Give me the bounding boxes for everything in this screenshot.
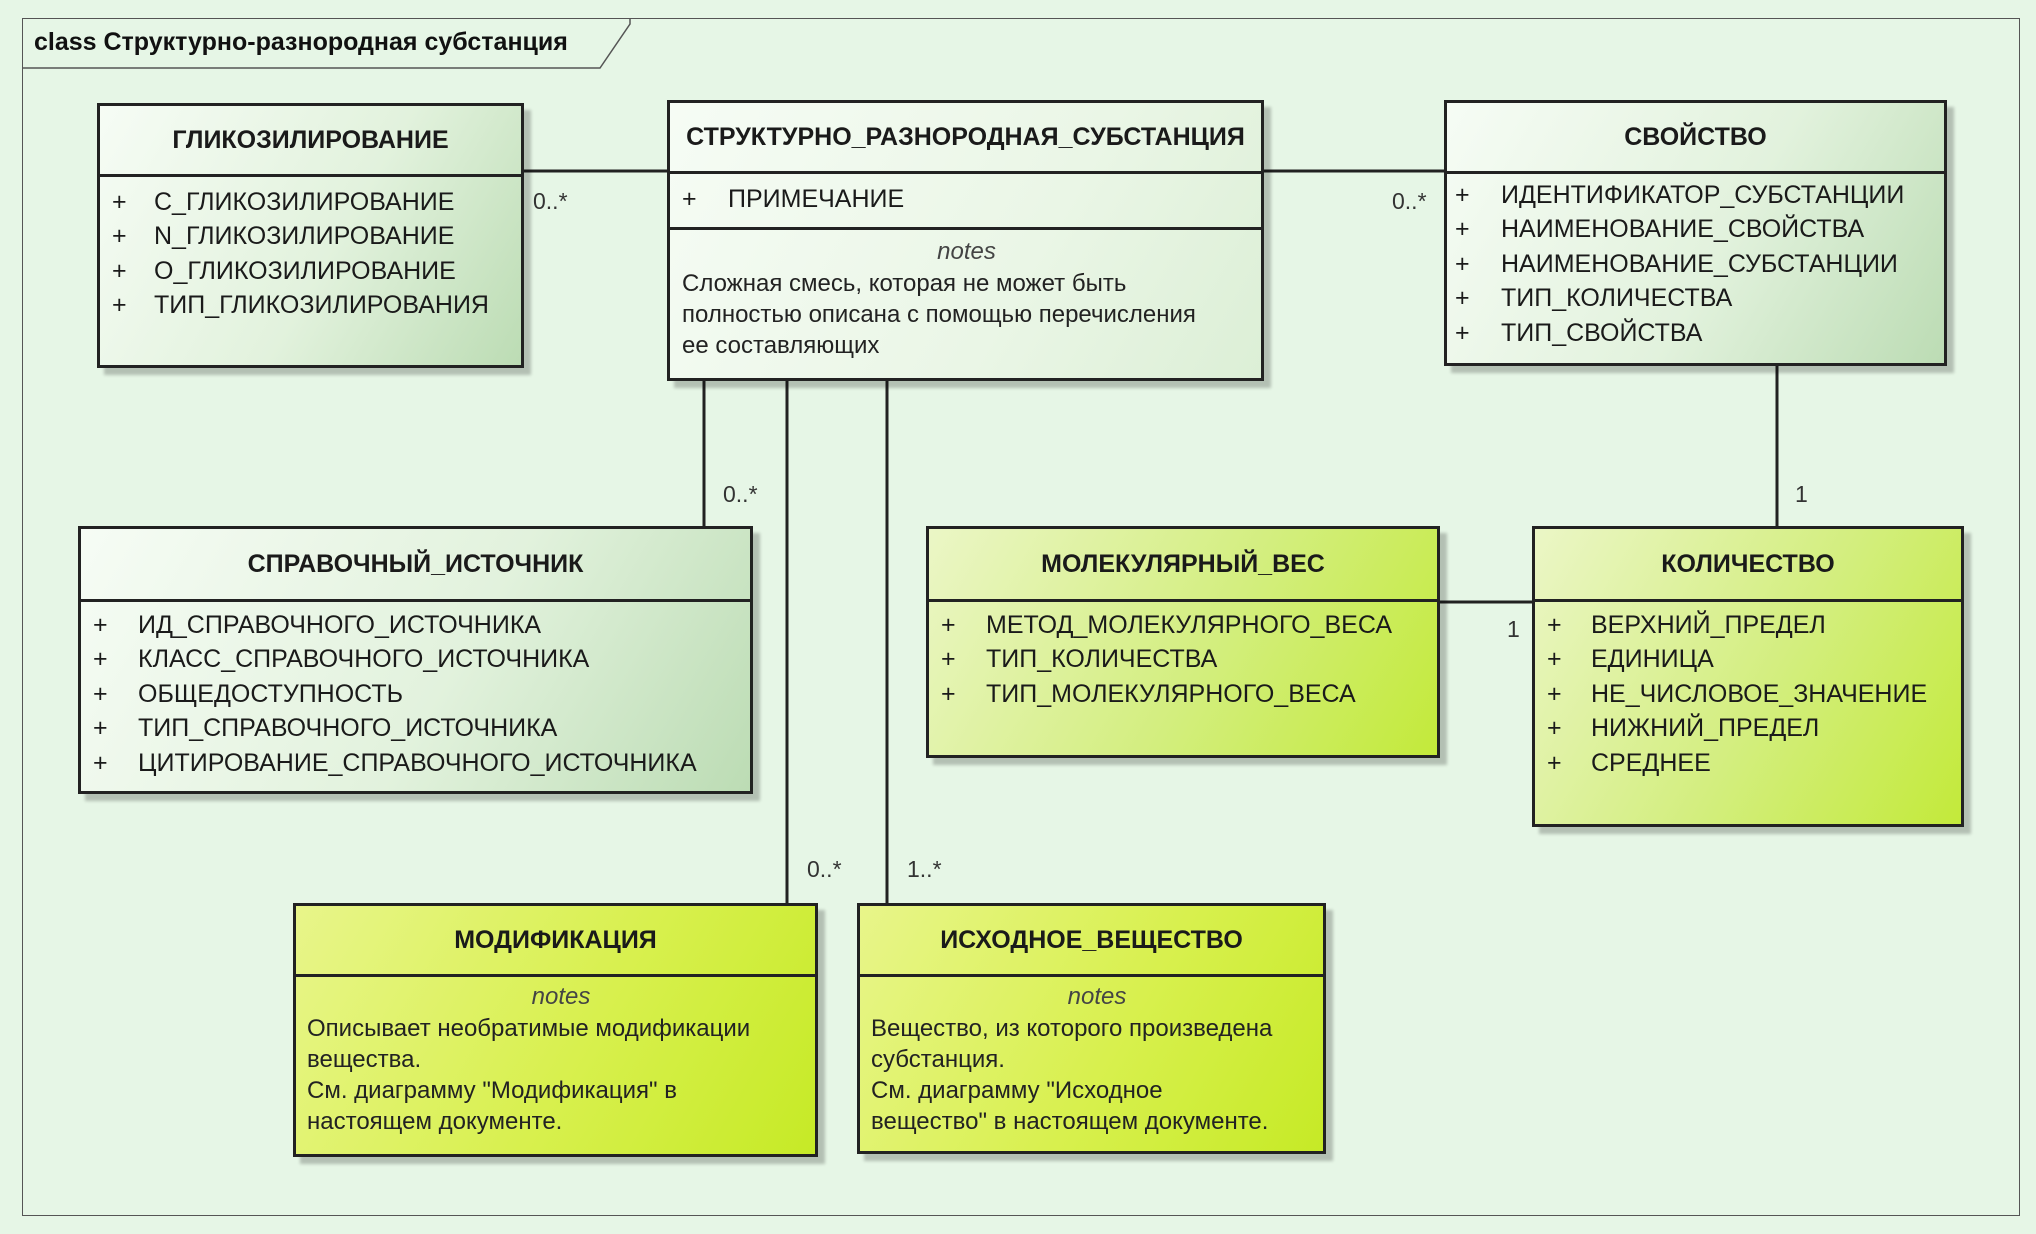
note-line: полностью описана с помощью перечисления [682,301,1196,328]
multiplicity-property: 0..* [1392,188,1427,214]
notes-label: notes [937,238,996,265]
class-structurally-diverse-substance: СТРУКТУРНО_РАЗНОРОДНАЯ_СУБСТАНЦИЯ +ПРИМЕ… [667,100,1264,381]
class-glycosylation-attributes: +С_ГЛИКОЗИЛИРОВАНИЕ +N_ГЛИКОЗИЛИРОВАНИЕ … [100,177,521,323]
class-glycosylation: ГЛИКОЗИЛИРОВАНИЕ +С_ГЛИКОЗИЛИРОВАНИЕ +N_… [97,103,524,368]
class-ssc-name: СТРУКТУРНО_РАЗНОРОДНАЯ_СУБСТАНЦИЯ [670,103,1261,174]
note-line: ее составляющих [682,332,880,359]
multiplicity-quantity-mw: 1 [1507,616,1520,642]
class-modification-notes: notes Описывает необратимые модификации … [296,977,815,1137]
multiplicity-quantity-property: 1 [1795,481,1808,507]
attribute-row: +НЕ_ЧИСЛОВОЕ_ЗНАЧЕНИЕ [1547,679,1928,708]
note-line: субстанция. [871,1046,1005,1073]
class-glycosylation-name: ГЛИКОЗИЛИРОВАНИЕ [100,106,521,177]
class-molecular-weight-attributes: +МЕТОД_МОЛЕКУЛЯРНОГО_ВЕСА +ТИП_КОЛИЧЕСТВ… [929,602,1437,711]
attribute-row: +НАИМЕНОВАНИЕ_СУБСТАНЦИИ [1455,249,1898,278]
note-line: Вещество, из которого произведена [871,1015,1273,1042]
notes-label: notes [531,983,591,1010]
attribute-row: +ТИП_КОЛИЧЕСТВА [941,645,1218,674]
class-quantity-name: КОЛИЧЕСТВО [1535,529,1961,602]
frame-title-tab [22,18,631,69]
attribute-row: +МЕТОД_МОЛЕКУЛЯРНОГО_ВЕСА [941,611,1392,639]
class-molecular-weight-name: МОЛЕКУЛЯРНЫЙ_ВЕС [929,529,1437,602]
diagram-frame [22,18,2020,1216]
attribute-row: +ИДЕНТИФИКАТОР_СУБСТАНЦИИ [1455,181,1905,209]
class-reference-source: СПРАВОЧНЫЙ_ИСТОЧНИК +ИД_СПРАВОЧНОГО_ИСТО… [78,526,753,794]
note-line: настоящем документе. [307,1108,563,1135]
multiplicity-glycosylation: 0..* [533,188,568,214]
note-line: вещество" в настоящем документе. [871,1108,1269,1135]
note-line: См. диаграмму "Модификация" в [307,1077,677,1104]
note-line: Сложная смесь, которая не может быть [682,270,1127,297]
class-quantity: КОЛИЧЕСТВО +ВЕРХНИЙ_ПРЕДЕЛ +ЕДИНИЦА +НЕ_… [1532,526,1964,827]
class-reference-source-name: СПРАВОЧНЫЙ_ИСТОЧНИК [81,529,750,602]
multiplicity-modification: 0..* [807,856,842,882]
notes-label: notes [1067,983,1127,1010]
attribute-row: +N_ГЛИКОЗИЛИРОВАНИЕ [112,222,455,251]
attribute-row: +ТИП_ГЛИКОЗИЛИРОВАНИЯ [112,291,489,320]
attribute-row: +КЛАСС_СПРАВОЧНОГО_ИСТОЧНИКА [93,645,590,674]
class-property-name: СВОЙСТВО [1447,103,1944,174]
attribute-row: +ТИП_КОЛИЧЕСТВА [1455,284,1733,313]
attribute-row: +НИЖНИЙ_ПРЕДЕЛ [1547,714,1820,743]
attribute-row: +СРЕДНЕЕ [1547,748,1711,777]
attribute-row: +ЕДИНИЦА [1547,645,1714,674]
attribute-row: +ПРИМЕЧАНИЕ [682,185,905,213]
attribute-row: +НАИМЕНОВАНИЕ_СВОЙСТВА [1455,215,1865,244]
class-property-attributes: +ИДЕНТИФИКАТОР_СУБСТАНЦИИ +НАИМЕНОВАНИЕ_… [1447,174,1944,350]
attribute-row: +ТИП_МОЛЕКУЛЯРНОГО_ВЕСА [941,679,1356,708]
class-source-material: ИСХОДНОЕ_ВЕЩЕСТВО notes Вещество, из кот… [857,903,1326,1154]
class-source-material-name: ИСХОДНОЕ_ВЕЩЕСТВО [860,906,1323,977]
attribute-row: +ТИП_СПРАВОЧНОГО_ИСТОЧНИКА [93,714,558,743]
attribute-row: +ОБЩЕДОСТУПНОСТЬ [93,679,404,708]
class-source-material-notes: notes Вещество, из которого произведена … [860,977,1323,1137]
attribute-row: +О_ГЛИКОЗИЛИРОВАНИЕ [112,256,456,285]
class-molecular-weight: МОЛЕКУЛЯРНЫЙ_ВЕС +МЕТОД_МОЛЕКУЛЯРНОГО_ВЕ… [926,526,1440,758]
multiplicity-source-material: 1..* [907,856,942,882]
class-ssc-attributes: +ПРИМЕЧАНИЕ [670,174,1261,230]
multiplicity-reference-source: 0..* [723,481,758,507]
attribute-row: +ЦИТИРОВАНИЕ_СПРАВОЧНОГО_ИСТОЧНИКА [93,748,697,777]
attribute-row: +ИД_СПРАВОЧНОГО_ИСТОЧНИКА [93,611,542,639]
diagram-title: class Структурно-разнородная субстанция [34,28,568,56]
class-modification-name: МОДИФИКАЦИЯ [296,906,815,977]
attribute-row: +ВЕРХНИЙ_ПРЕДЕЛ [1547,611,1826,639]
class-reference-source-attributes: +ИД_СПРАВОЧНОГО_ИСТОЧНИКА +КЛАСС_СПРАВОЧ… [81,602,750,780]
class-quantity-attributes: +ВЕРХНИЙ_ПРЕДЕЛ +ЕДИНИЦА +НЕ_ЧИСЛОВОЕ_ЗН… [1535,602,1961,780]
class-modification: МОДИФИКАЦИЯ notes Описывает необратимые … [293,903,818,1157]
note-line: Описывает необратимые модификации [307,1015,751,1042]
class-ssc-notes: notes Сложная смесь, которая не может бы… [670,230,1261,361]
note-line: вещества. [307,1046,422,1073]
class-property: СВОЙСТВО +ИДЕНТИФИКАТОР_СУБСТАНЦИИ +НАИМ… [1444,100,1947,366]
attribute-row: +ТИП_СВОЙСТВА [1455,318,1703,347]
attribute-row: +С_ГЛИКОЗИЛИРОВАНИЕ [112,188,455,216]
note-line: См. диаграмму "Исходное [871,1077,1163,1104]
